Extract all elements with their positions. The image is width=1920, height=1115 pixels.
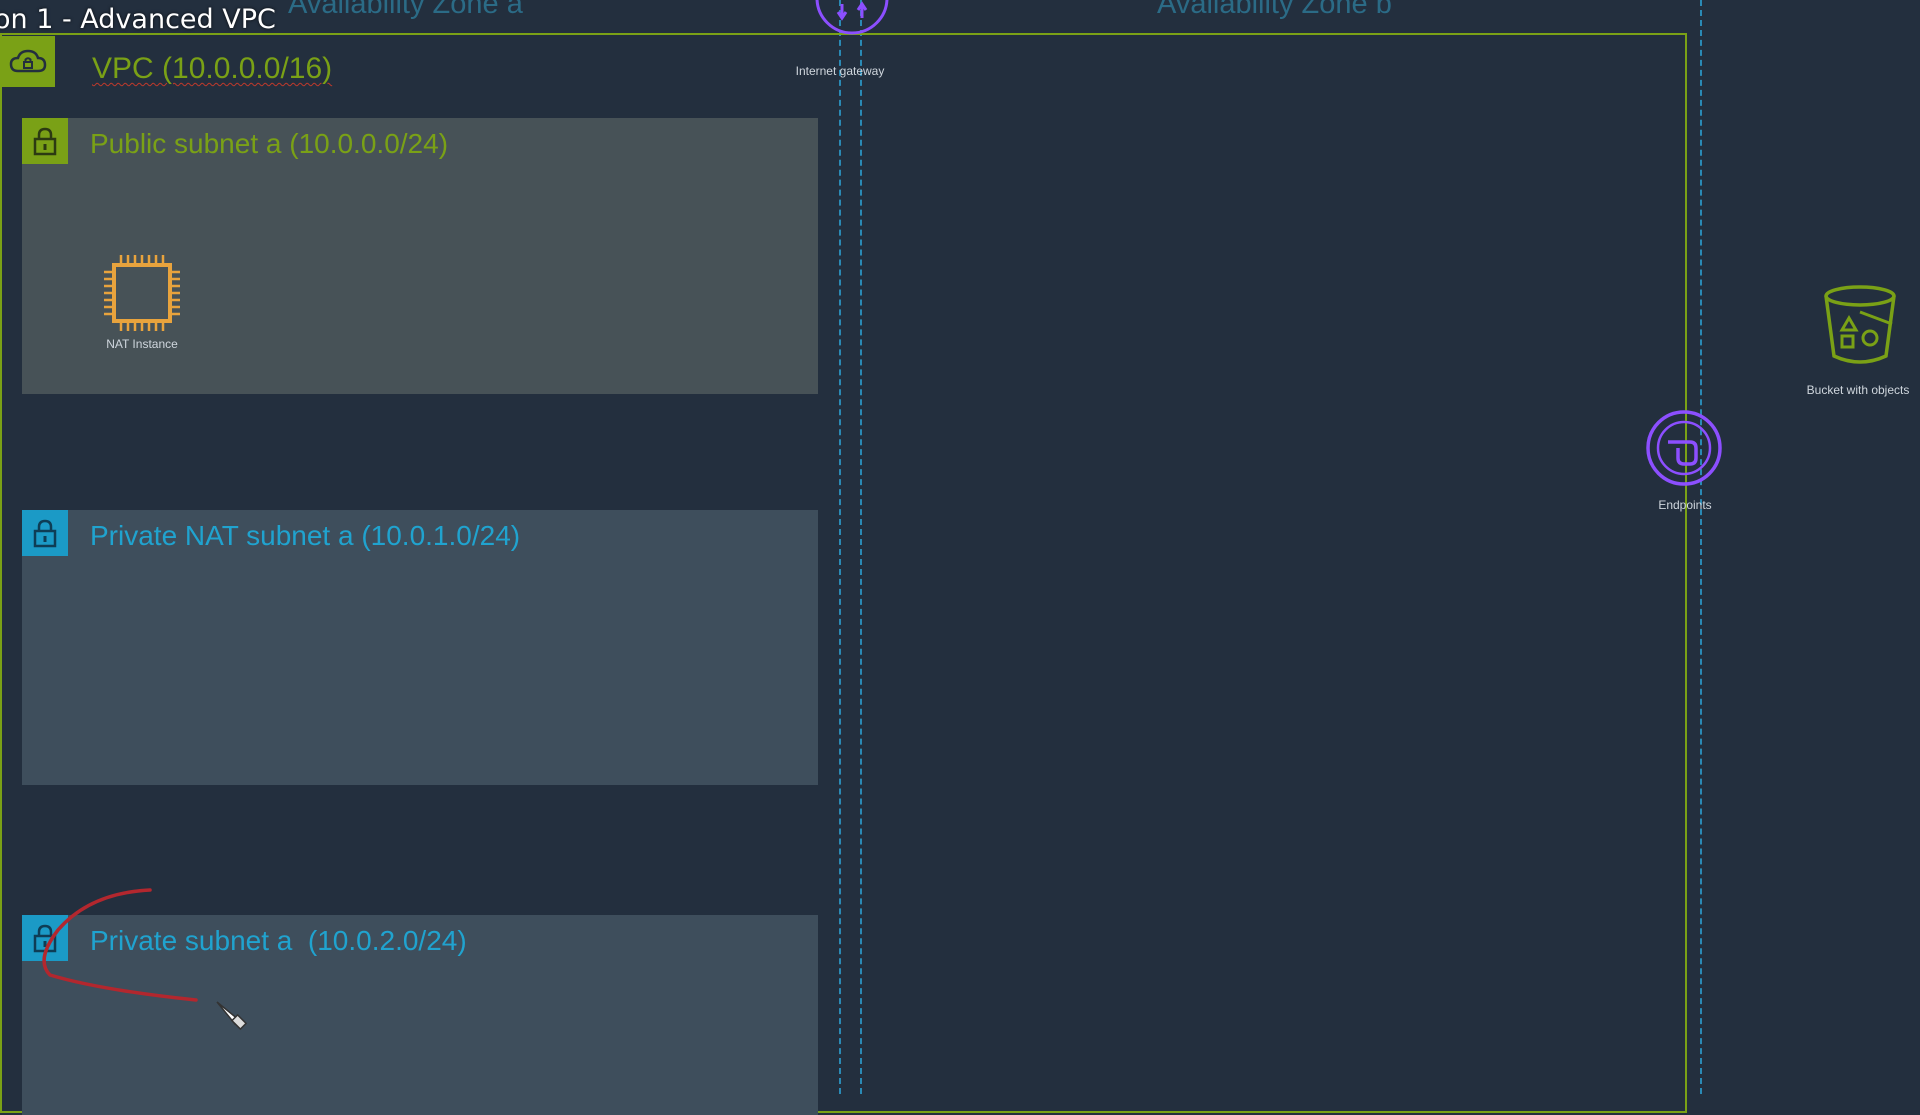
endpoints-label: Endpoints xyxy=(1658,498,1712,512)
internet-gateway-icon[interactable] xyxy=(814,0,890,36)
video-title: on 1 - Advanced VPC xyxy=(0,4,276,35)
private-nat-subnet-a[interactable]: Private NAT subnet a (10.0.1.0/24) xyxy=(22,510,818,785)
s3-bucket-icon[interactable] xyxy=(1820,282,1900,366)
private-nat-subnet-label: Private NAT subnet a (10.0.1.0/24) xyxy=(90,520,521,551)
vpc-label: VPC (10.0.0.0/16) xyxy=(92,52,332,86)
pen-cursor-icon xyxy=(213,998,253,1038)
az-b-boundary xyxy=(1700,0,1702,1094)
private-subnet-label: Private subnet a (10.0.2.0/24) xyxy=(90,925,467,956)
private-subnet-a[interactable]: Private subnet a (10.0.2.0/24) xyxy=(22,915,818,1115)
public-subnet-label: Public subnet a (10.0.0.0/24) xyxy=(90,128,449,159)
lock-icon xyxy=(22,118,68,164)
ec2-chip-icon[interactable] xyxy=(101,252,183,334)
bucket-label: Bucket with objects xyxy=(1806,383,1910,397)
vpc-endpoint-icon[interactable] xyxy=(1644,408,1724,488)
availability-zone-a-label: Availability Zone a xyxy=(288,0,523,20)
vpc-cloud-icon xyxy=(0,36,55,87)
nat-instance-label: NAT Instance xyxy=(106,337,178,351)
lock-icon xyxy=(22,915,68,961)
lock-icon xyxy=(22,510,68,556)
az-a-boundary-right xyxy=(860,0,862,1094)
availability-zone-b-label: Availability Zone b xyxy=(1157,0,1392,20)
az-a-boundary-left xyxy=(839,0,841,1094)
vpc-label-text: VPC (10.0.0.0/16) xyxy=(92,52,333,85)
public-subnet-a[interactable]: Public subnet a (10.0.0.0/24) xyxy=(22,118,818,394)
internet-gateway-label: Internet gateway xyxy=(795,64,885,78)
